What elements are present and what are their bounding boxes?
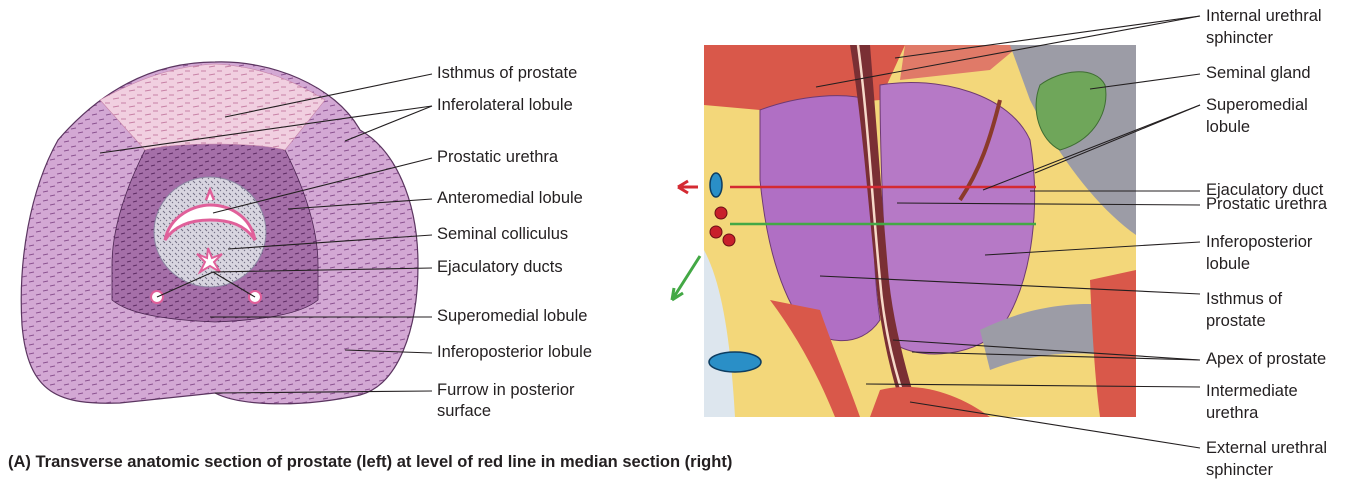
label-intermediate-line1: Intermediate (1206, 381, 1298, 402)
label-external-sphincter-line1: External urethral (1206, 438, 1327, 459)
blood-vessel (710, 173, 722, 197)
median-section (704, 45, 1136, 417)
label-prostatic-urethra: Prostatic urethra (437, 147, 558, 168)
label-inferoposterior-lobule: Inferoposterior lobule (437, 342, 592, 363)
green-arrow-icon (672, 256, 700, 300)
label-superomedial-lobule: Superomedial lobule (437, 306, 587, 327)
label-internal-sphincter-line1: Internal urethral (1206, 6, 1322, 27)
label-anteromedial-lobule: Anteromedial lobule (437, 188, 583, 209)
label-furrow-line2: surface (437, 401, 491, 422)
label-isthmus-line1: Isthmus of (1206, 289, 1282, 310)
label-superomedial-line1: Superomedial (1206, 95, 1308, 116)
label-seminal-colliculus: Seminal colliculus (437, 224, 568, 245)
label-external-sphincter-line2: sphincter (1206, 460, 1273, 481)
label-superomedial-line2: lobule (1206, 117, 1250, 138)
label-inferolateral-lobule: Inferolateral lobule (437, 95, 573, 116)
transverse-section (21, 62, 418, 404)
label-internal-sphincter-line2: sphincter (1206, 28, 1273, 49)
label-apex-of-prostate: Apex of prostate (1206, 349, 1326, 370)
label-isthmus-line2: prostate (1206, 311, 1266, 332)
label-seminal-gland: Seminal gland (1206, 63, 1311, 84)
label-ejaculatory-ducts: Ejaculatory ducts (437, 257, 563, 278)
label-inferoposterior-line2: lobule (1206, 254, 1250, 275)
figure-caption: (A) Transverse anatomic section of prost… (8, 453, 732, 472)
label-intermediate-line2: urethra (1206, 403, 1258, 424)
red-arrow-icon (678, 181, 698, 193)
label-inferoposterior-line1: Inferoposterior (1206, 232, 1312, 253)
label-isthmus-of-prostate: Isthmus of prostate (437, 63, 577, 84)
label-furrow-line1: Furrow in posterior (437, 380, 575, 401)
label-prostatic-urethra-right: Prostatic urethra (1206, 194, 1327, 215)
